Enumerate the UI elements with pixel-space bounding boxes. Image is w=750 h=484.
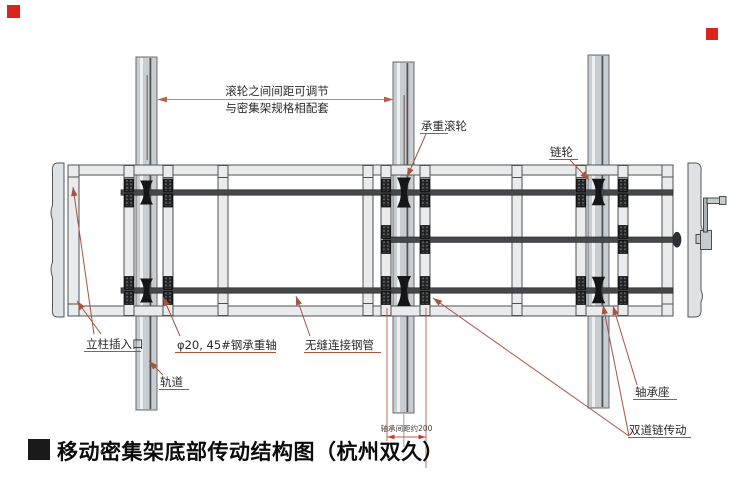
bearing-spacing-label: 轴承间距约200: [381, 423, 433, 433]
label-track: 轨道: [160, 375, 183, 389]
red-marker-top-left: [7, 5, 20, 18]
top-shaft: [120, 189, 674, 196]
crank-handle: [719, 196, 727, 205]
rail-left: [135, 56, 158, 411]
leader-column-insert-1: [71, 186, 95, 335]
leader-double-chain-1: [432, 297, 630, 437]
left-end-plate: [50, 162, 65, 318]
page-title: 移动密集架底部传动结构图（杭州双久）: [57, 440, 444, 464]
leader-shaft-spec: [162, 296, 181, 337]
crank-shaft: [703, 197, 708, 233]
label-bearing-seat: 轴承座: [635, 385, 670, 399]
label-shaft-spec: φ20, 45#钢承重轴: [177, 338, 277, 352]
label-load-roller: 承重滚轮: [421, 119, 467, 133]
roller-spacing-note-line2: 与密集架规格相配套: [225, 101, 329, 115]
title-bullet: [28, 439, 50, 460]
label-sprocket: 链轮: [550, 145, 573, 159]
dim-arrow-right: [384, 96, 394, 103]
leader-double-chain-2: [601, 304, 630, 437]
crank-arm: [706, 197, 722, 204]
leader-track: [148, 360, 164, 376]
red-marker-top-right: [706, 28, 718, 40]
right-end-plate: [687, 162, 703, 318]
leader-column-insert-2: [76, 300, 102, 335]
frame-joints: [67, 164, 674, 317]
leader-seamless-pipe: [295, 295, 311, 337]
rail-right: [587, 54, 610, 409]
bottom-shaft: [120, 287, 674, 294]
leader-load-roller: [406, 133, 427, 178]
annotations: 滚轮之间间距可调节 与密集架规格相配套: [71, 84, 691, 468]
label-double-chain: 双道链传动: [629, 423, 687, 437]
leader-bearing-seat: [612, 305, 638, 386]
bearing-dim-arrow-right: [418, 434, 426, 440]
crank-assembly: [695, 196, 727, 250]
drive-shafts: [120, 189, 682, 294]
crank-bracket: [700, 230, 712, 250]
bearing-dim-arrow-left: [387, 434, 395, 440]
dim-arrow-left: [157, 96, 167, 103]
roller-spacing-note-line1: 滚轮之间间距可调节: [225, 84, 329, 98]
label-column-insert: 立柱插入口: [86, 337, 144, 351]
leader-sprocket: [569, 159, 590, 181]
caption: 移动密集架底部传动结构图（杭州双久）: [28, 439, 444, 464]
shaft-end-knob: [672, 231, 682, 248]
label-seamless-pipe: 无缝连接钢管: [305, 338, 374, 352]
